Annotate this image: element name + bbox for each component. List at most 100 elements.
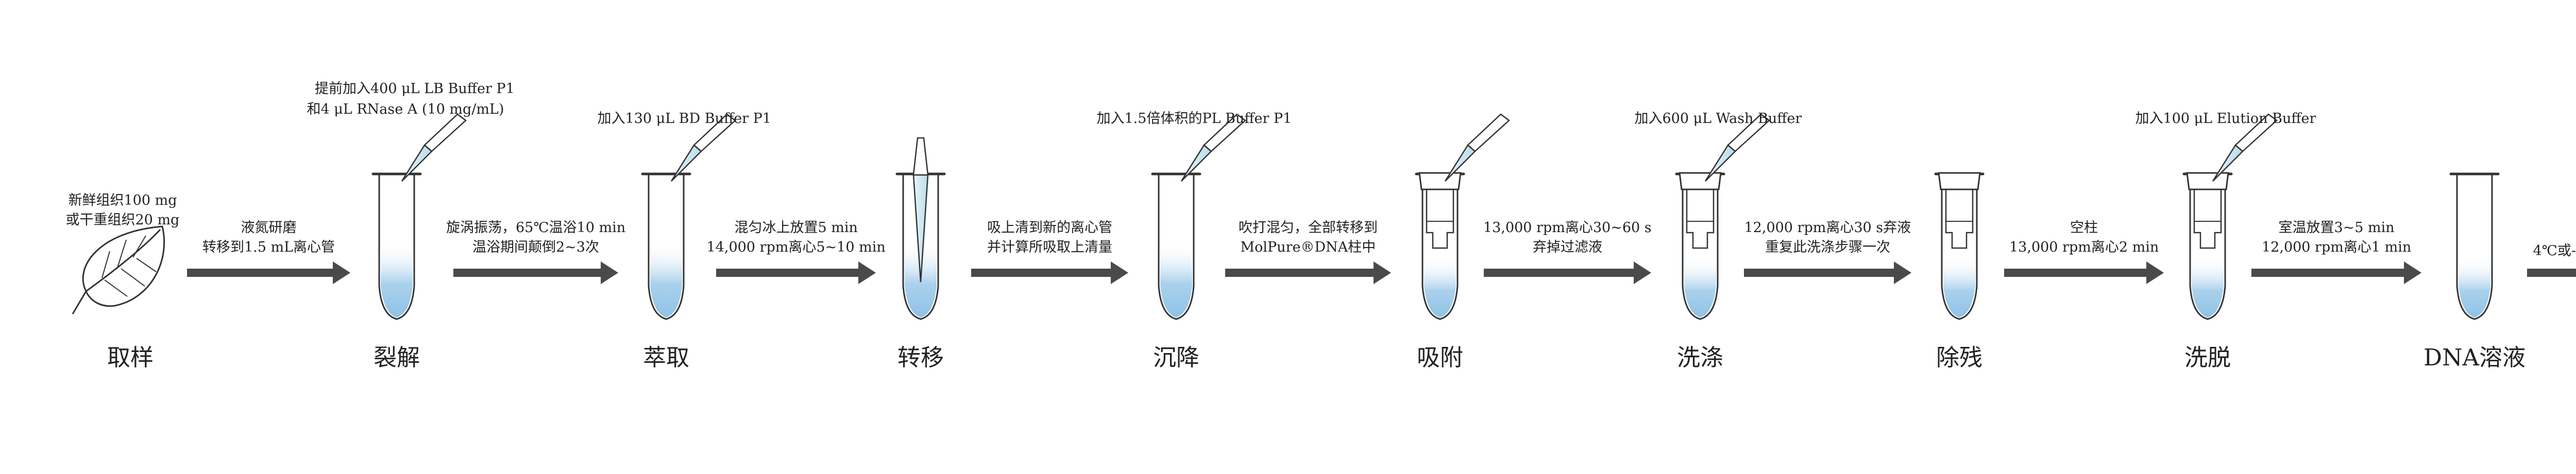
step-label-5: 沉降 — [1153, 344, 1200, 371]
step-label-2: 裂解 — [374, 344, 420, 371]
transition-1-line-2: 转移到1.5 mL离心管 — [202, 239, 335, 255]
tube-outline — [378, 174, 415, 320]
transition-6-line-2: 弃掉过滤液 — [1533, 239, 1602, 255]
pipette-body — [423, 113, 467, 152]
column-body — [1945, 189, 1974, 249]
step-label-1: 取样 — [107, 344, 154, 371]
step-4-tube-tip-icon — [895, 137, 946, 320]
arrow-4 — [971, 261, 1128, 284]
step-6-column-pipette-icon — [1415, 113, 1510, 320]
leaf-midrib — [72, 229, 161, 314]
tip-collar — [912, 137, 929, 176]
transition-7-line-2: 重复此洗涤步骤一次 — [1765, 239, 1890, 255]
step-1-leaf-icon — [72, 225, 165, 314]
step-3-tube-pipette-icon — [641, 113, 736, 320]
step-8-column-tube-icon — [1934, 172, 1985, 320]
liquid — [650, 242, 682, 318]
liquid — [1160, 242, 1192, 318]
transition-8-line-2: 13,000 rpm离心2 min — [2009, 239, 2159, 255]
sample-note-line-2: 或干重组织20 mg — [65, 212, 180, 228]
step-label-9: 洗脱 — [2184, 344, 2231, 371]
reagent-5-line-1: 加入100 μL Elution Buffer — [2135, 111, 2316, 127]
step-label-4: 转移 — [897, 344, 944, 371]
tube-outline — [902, 174, 939, 320]
reagent-4-line-1: 加入600 μL Wash Buffer — [1634, 111, 1802, 127]
liquid — [1424, 257, 1456, 318]
liquid — [1943, 257, 1975, 318]
column-body — [1426, 189, 1454, 249]
sample-note-line-1: 新鲜组织100 mg — [68, 192, 177, 208]
tube-outline — [2189, 174, 2226, 320]
liquid — [2459, 257, 2490, 318]
step-label-10: DNA溶液 — [2424, 344, 2526, 371]
arrow-9 — [2251, 261, 2421, 284]
leaf-vein — [136, 258, 157, 272]
reagent-1-line-1: 提前加入400 μL LB Buffer P1 — [315, 81, 515, 97]
leaf-vein — [121, 268, 145, 287]
transition-5-line-2: MolPure®DNA柱中 — [1240, 239, 1376, 255]
tube-outline — [1941, 174, 1978, 320]
reagent-2-line-1: 加入130 μL BD Buffer P1 — [597, 111, 771, 127]
pipette-body — [1727, 113, 1770, 152]
arrow-7 — [1744, 261, 1911, 284]
pipette-body — [1467, 113, 1510, 152]
transition-1-line-1: 液氮研磨 — [241, 220, 297, 236]
transition-2-line-1: 旋涡振荡，65℃温浴10 min — [446, 220, 626, 236]
transition-7-line-1: 12,000 rpm离心30 s弃液 — [1744, 220, 1911, 236]
leaf-vein — [117, 239, 127, 268]
transition-6-line-1: 13,000 rpm离心30~60 s — [1483, 220, 1652, 236]
tube-outline — [1421, 174, 1459, 320]
step-label-6: 吸附 — [1417, 344, 1464, 371]
step-label-3: 萃取 — [643, 344, 690, 371]
transition-4-line-1: 吸上清到新的离心管 — [987, 220, 1112, 236]
leaf-vein — [104, 279, 128, 297]
transition-9-line-1: 室温放置3~5 min — [2278, 220, 2395, 236]
pipette-body — [693, 113, 736, 152]
pipette-tip — [1180, 144, 1212, 182]
step-7-column-pipette-icon — [1675, 113, 1770, 320]
transition-5-line-1: 吹打混匀，全部转移到 — [1239, 220, 1378, 236]
transition-4-line-2: 并计算所吸取上清量 — [987, 239, 1112, 255]
column-collar — [1938, 172, 1981, 190]
step-label-7: 洗涤 — [1677, 344, 1724, 371]
transition-3-line-2: 14,000 rpm离心5~10 min — [706, 239, 886, 255]
transition-3-line-1: 混匀冰上放置5 min — [734, 220, 858, 236]
transition-10-line-1: 4℃或-20℃保存 — [2533, 243, 2576, 259]
reagent-1-line-2: 和4 μL RNase A (10 mg/mL) — [307, 101, 504, 117]
arrow-1 — [187, 261, 350, 284]
column-collar — [1679, 172, 1722, 190]
step-10-tube-icon — [2449, 172, 2500, 320]
leaf-vein — [132, 235, 146, 258]
arrow-8 — [2004, 261, 2164, 284]
column-collar — [1418, 172, 1462, 190]
step-5-tube-pipette-icon — [1151, 113, 1246, 320]
step-2-tube-pipette-icon — [371, 113, 467, 320]
column-body — [1686, 189, 1715, 249]
transition-8-line-1: 空柱 — [2070, 220, 2098, 236]
pipette-tip — [401, 144, 433, 182]
transition-9-line-2: 12,000 rpm离心1 min — [2262, 239, 2412, 255]
tip-cone — [912, 174, 929, 283]
arrow-10 — [2527, 269, 2576, 277]
arrow-2 — [453, 261, 618, 284]
tube-outline — [1682, 174, 1719, 320]
pipette-tip — [670, 144, 702, 182]
reagent-3-line-1: 加入1.5倍体积的PL Buffer P1 — [1096, 111, 1292, 127]
liquid — [2192, 257, 2224, 318]
tube-outline — [648, 174, 685, 320]
arrow-5 — [1225, 261, 1391, 284]
tube-outline — [1158, 174, 1195, 320]
transition-2-line-2: 温浴期间颠倒2~3次 — [472, 239, 599, 255]
arrow-6 — [1484, 261, 1651, 284]
column-body — [2193, 189, 2222, 249]
arrow-3 — [716, 261, 876, 284]
step-label-8: 除残 — [1936, 344, 1983, 371]
leaf-vein — [101, 251, 110, 278]
step-9-column-pipette-icon — [2182, 113, 2278, 320]
column-collar — [2186, 172, 2229, 190]
pipette-body — [2234, 113, 2278, 152]
liquid — [1684, 257, 1716, 318]
liquid — [381, 242, 413, 318]
